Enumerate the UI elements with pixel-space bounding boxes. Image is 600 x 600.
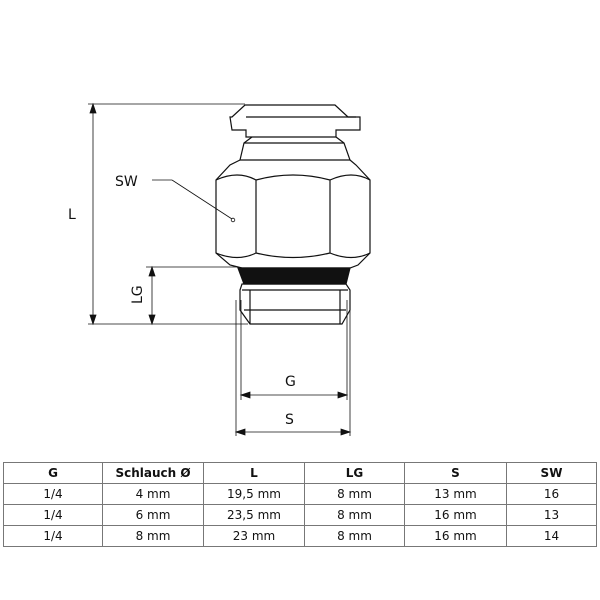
cell: 8 mm	[102, 525, 204, 547]
cell: 4 mm	[102, 483, 204, 505]
cell: 13	[506, 504, 597, 526]
cell: 13 mm	[404, 483, 507, 505]
cell: 8 mm	[304, 525, 405, 547]
s-label: S	[285, 412, 294, 428]
l-label: L	[68, 207, 76, 223]
sw-label: SW	[115, 174, 138, 190]
cell: 8 mm	[304, 483, 405, 505]
header-lg: LG	[304, 462, 405, 484]
dimensions-table: G Schlauch Ø L LG S SW 1/4 4 mm 19,5 mm …	[3, 462, 597, 547]
g-label: G	[285, 374, 296, 390]
l-dimension	[88, 102, 248, 326]
cell: 8 mm	[304, 504, 405, 526]
header-schlauch: Schlauch Ø	[102, 462, 204, 484]
cell: 6 mm	[102, 504, 204, 526]
header-sw: SW	[506, 462, 597, 484]
fitting-technical-drawing: SW L LG G S	[68, 102, 371, 436]
table-row: 1/4 4 mm 19,5 mm 8 mm 13 mm 16	[3, 483, 597, 505]
header-l: L	[203, 462, 305, 484]
cell: 23 mm	[203, 525, 305, 547]
header-s: S	[404, 462, 507, 484]
table-row: 1/4 8 mm 23 mm 8 mm 16 mm 14	[3, 525, 597, 547]
header-g: G	[3, 462, 103, 484]
cell: 14	[506, 525, 597, 547]
cell: 19,5 mm	[203, 483, 305, 505]
lg-label: LG	[130, 285, 146, 304]
cell: 1/4	[3, 483, 103, 505]
table-row: 1/4 6 mm 23,5 mm 8 mm 16 mm 13	[3, 504, 597, 526]
sw-leader	[152, 179, 236, 223]
cell: 1/4	[3, 504, 103, 526]
cell: 23,5 mm	[203, 504, 305, 526]
cell: 16 mm	[404, 525, 507, 547]
fitting-body	[215, 104, 371, 325]
cell: 1/4	[3, 525, 103, 547]
table-header-row: G Schlauch Ø L LG S SW	[3, 462, 597, 484]
cell: 16 mm	[404, 504, 507, 526]
g-s-dimensions	[234, 300, 352, 436]
cell: 16	[506, 483, 597, 505]
